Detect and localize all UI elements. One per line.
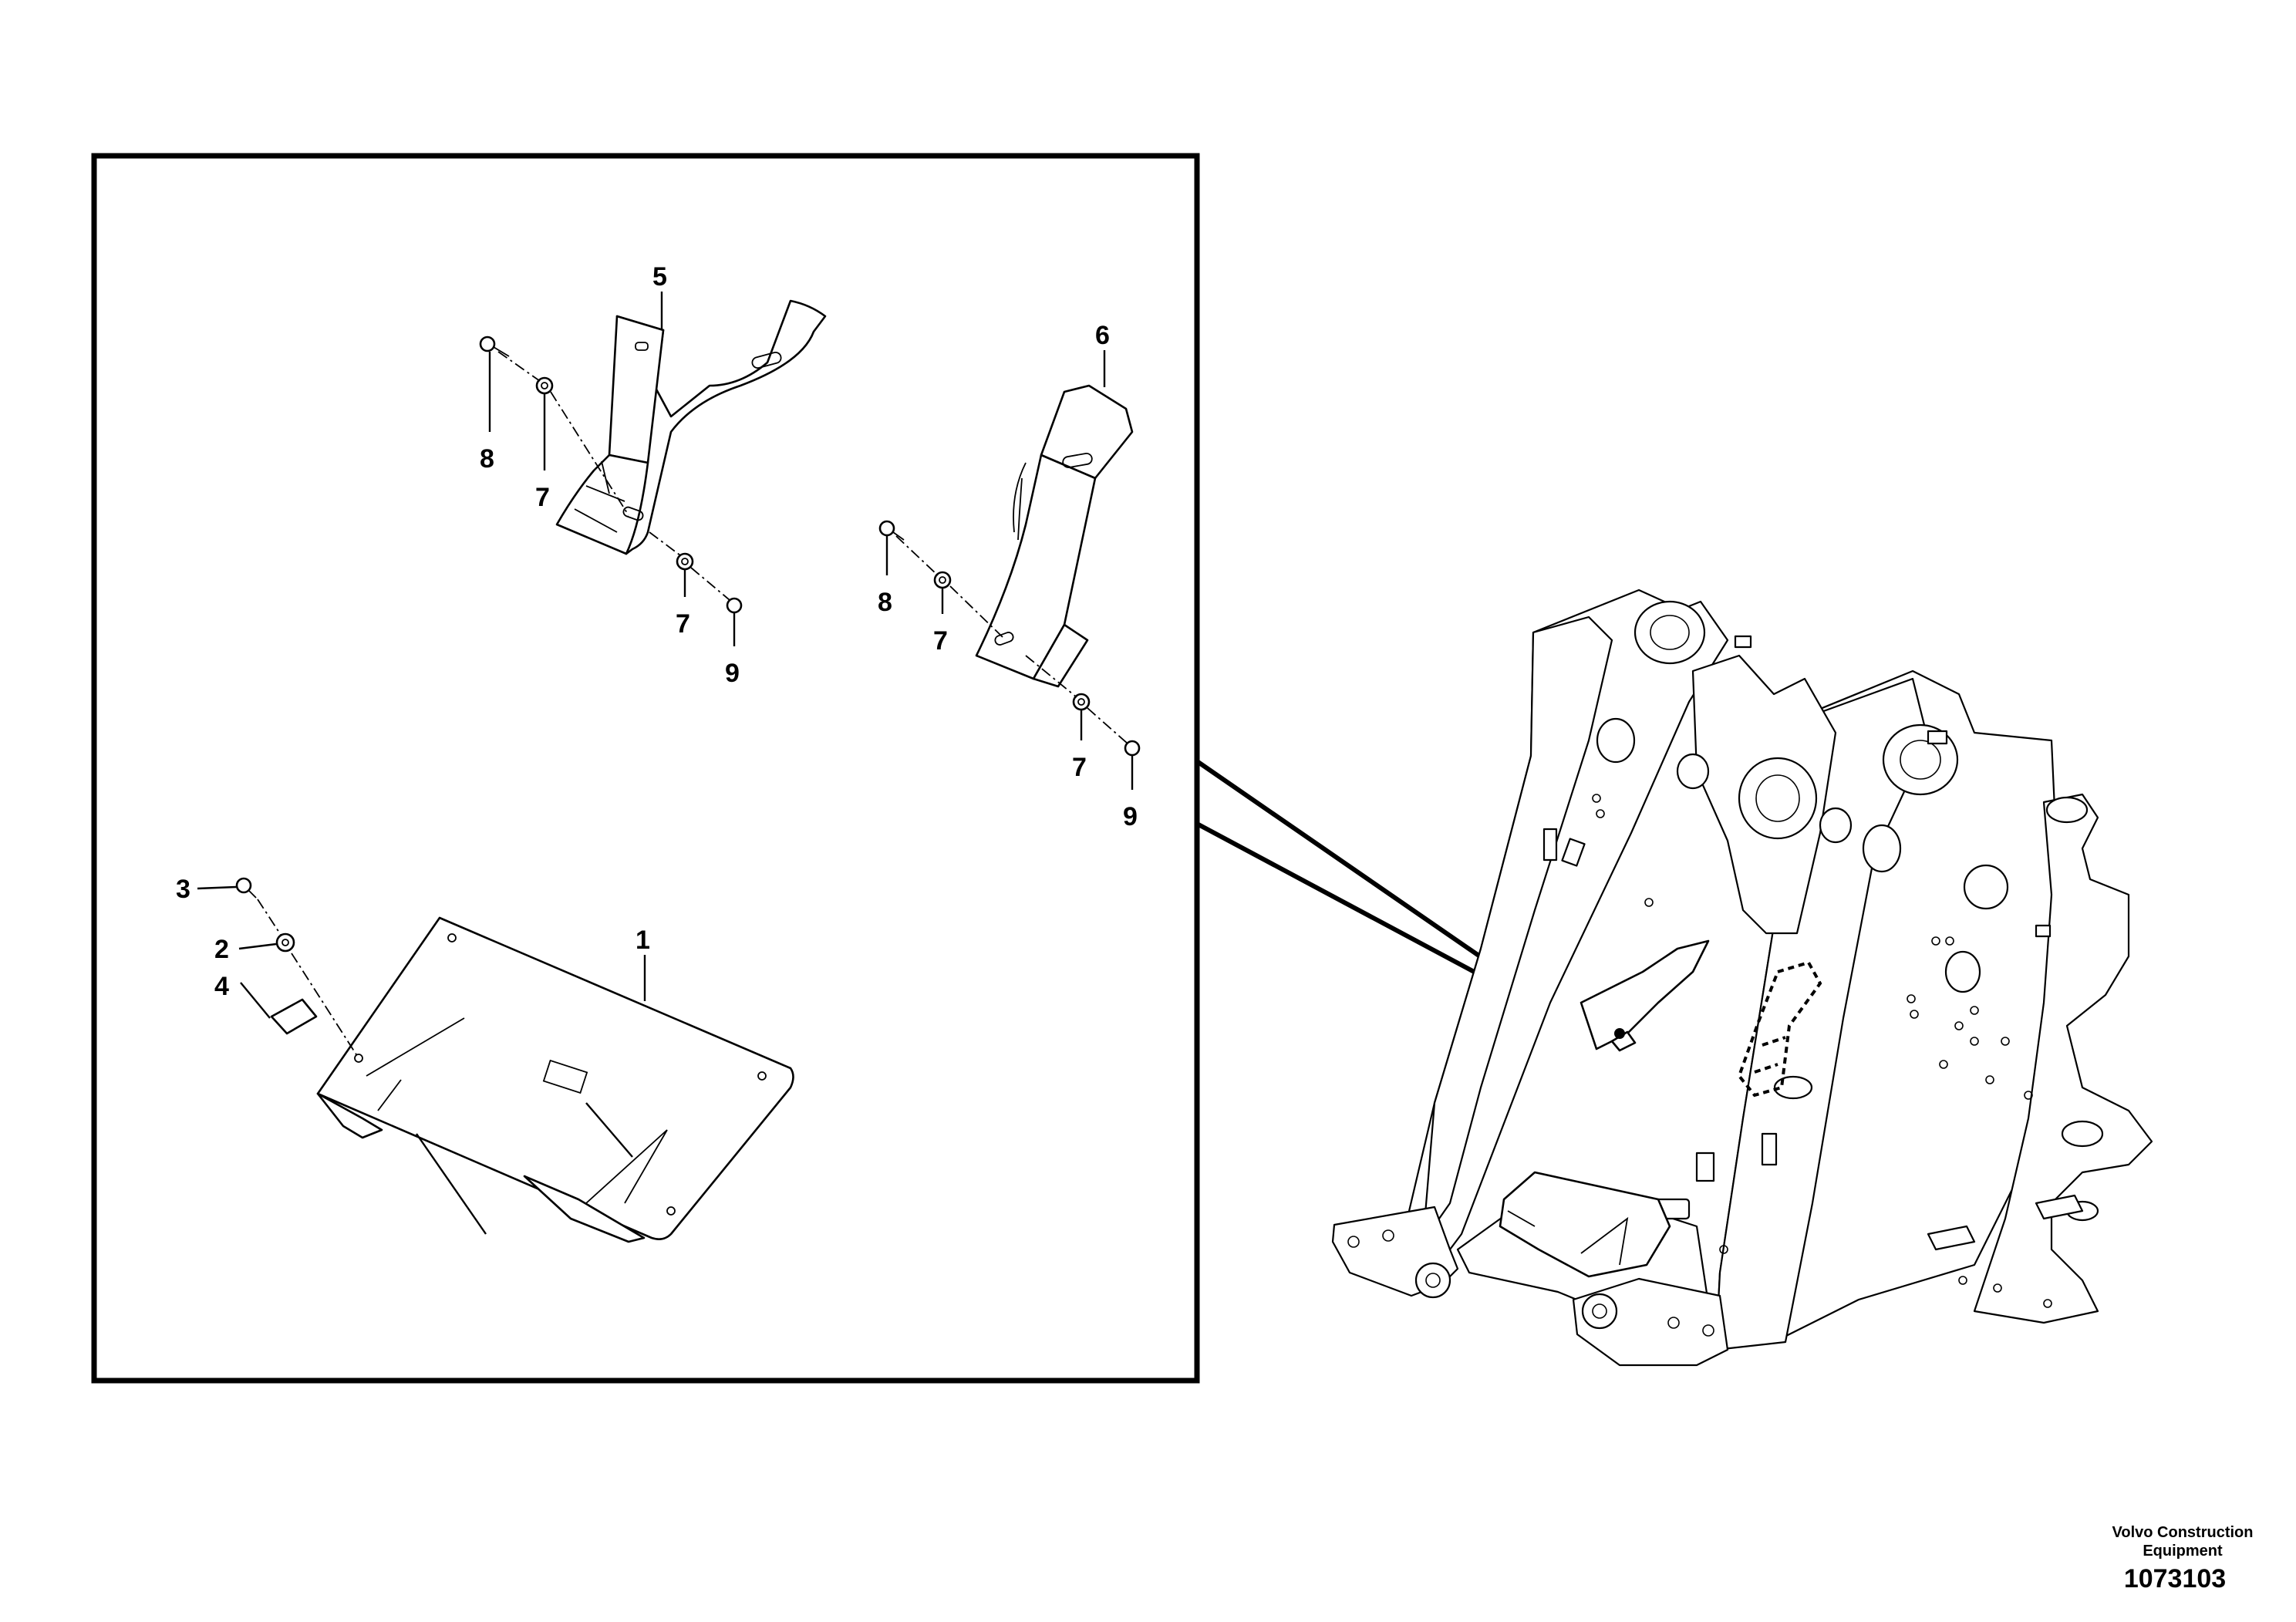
callout-9-right: 9 (1123, 802, 1138, 831)
callout-1: 1 (636, 926, 650, 955)
zoom-line-upper (1195, 759, 1502, 973)
decal-4 (270, 998, 318, 1035)
detail-inset (91, 153, 1502, 1384)
callout-6: 6 (1095, 321, 1110, 350)
callout-7-right-lower: 7 (1072, 753, 1087, 782)
loader-front-frame (1331, 588, 2153, 1367)
screw-8-left (479, 336, 496, 352)
brand-line-1: Volvo Construction (2112, 1524, 2254, 1541)
hardware (235, 336, 1141, 1059)
callout-8-left: 8 (480, 444, 494, 474)
callout-7-right-upper: 7 (933, 626, 948, 656)
leader-lines (197, 292, 1134, 1235)
hidden-guard-outline (1737, 960, 1822, 1098)
callout-7-left-lower: 7 (676, 609, 690, 639)
callout-7-left-upper: 7 (535, 483, 550, 512)
guard-bracket-6 (975, 384, 1134, 688)
screw-3 (235, 877, 252, 894)
document-number: 1073103 (2124, 1564, 2226, 1593)
callout-2: 2 (214, 935, 229, 964)
callout-4: 4 (214, 972, 229, 1001)
washer-7-left-lower (676, 552, 694, 571)
footer: Volvo Construction Equipment 1073103 (2112, 1524, 2254, 1593)
guard-bracket-5 (555, 299, 827, 555)
callout-labels: 5 6 8 7 7 9 8 7 7 9 1 3 2 4 (176, 262, 1138, 1001)
detail-inset-border (91, 153, 1200, 1384)
cover-plate-1 (316, 916, 794, 1243)
callout-9-left: 9 (725, 659, 740, 688)
callout-8-right: 8 (878, 588, 892, 617)
washer-7-right-upper (933, 571, 952, 589)
screw-8-right (878, 520, 895, 537)
zoom-line-lower (1195, 821, 1502, 988)
callout-5: 5 (652, 262, 667, 292)
nut-9-right (1124, 740, 1141, 757)
brand-line-2: Equipment (2143, 1543, 2223, 1560)
nut-9-left (726, 597, 743, 614)
callout-3: 3 (176, 875, 190, 904)
washer-2 (275, 932, 295, 953)
